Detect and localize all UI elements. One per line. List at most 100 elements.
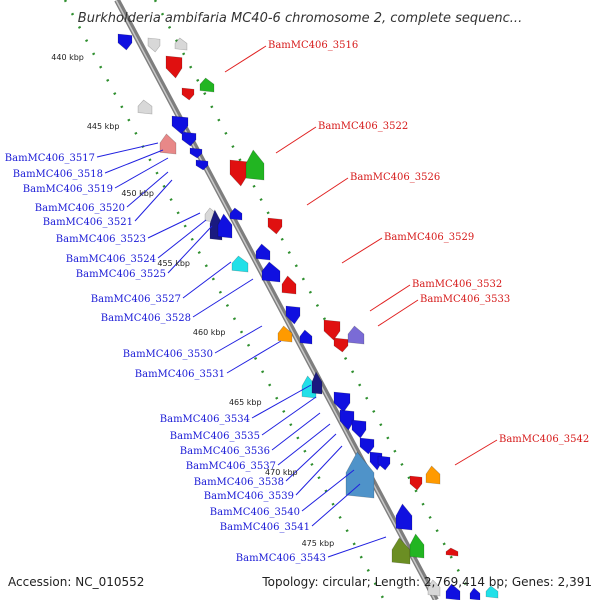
leader-line bbox=[327, 536, 387, 558]
gene-arrow bbox=[347, 325, 365, 345]
leader-line bbox=[226, 340, 282, 374]
gene-arrow bbox=[231, 255, 249, 273]
leader-line bbox=[311, 483, 361, 527]
tick-label: 450 kbp bbox=[121, 189, 154, 198]
leader-line bbox=[96, 142, 159, 158]
tick-label: 440 kbp bbox=[51, 53, 84, 62]
leader-line bbox=[126, 171, 169, 208]
leader-line bbox=[251, 384, 312, 419]
gene-arrow bbox=[377, 455, 391, 471]
gene-label-forward: BamMC406_3516 bbox=[268, 40, 358, 51]
tick-label: 465 kbp bbox=[229, 398, 262, 407]
gene-arrow bbox=[445, 583, 461, 600]
backbone-line bbox=[114, 0, 439, 600]
gene-label-reverse: BamMC406_3519 bbox=[23, 184, 113, 195]
gene-arrow bbox=[485, 585, 499, 599]
leader-line bbox=[271, 412, 321, 451]
gene-label-reverse: BamMC406_3538 bbox=[194, 477, 284, 488]
leader-line bbox=[147, 212, 201, 239]
gene-arrow bbox=[333, 391, 351, 413]
leader-line bbox=[301, 469, 355, 512]
gene-arrow bbox=[395, 503, 413, 531]
gene-arrow bbox=[181, 131, 197, 147]
gene-label-forward: BamMC406_3542 bbox=[499, 434, 589, 445]
gene-arrow bbox=[117, 33, 133, 51]
gene-arrow bbox=[323, 319, 341, 341]
gene-label-forward: BamMC406_3533 bbox=[420, 294, 510, 305]
gene-arrow bbox=[199, 77, 215, 93]
chromosome-backbone bbox=[114, 0, 439, 600]
leader-line bbox=[285, 433, 337, 482]
gene-arrow bbox=[409, 533, 425, 559]
gene-label-forward: BamMC406_3532 bbox=[412, 279, 502, 290]
gene-arrow bbox=[427, 579, 441, 597]
map-title: Burkholderia ambifaria MC40-6 chromosome… bbox=[78, 11, 522, 26]
leader-line bbox=[182, 261, 232, 299]
gene-arrow bbox=[409, 475, 423, 491]
gene-label-reverse: BamMC406_3521 bbox=[43, 217, 133, 228]
gene-arrow bbox=[171, 115, 189, 135]
gene-label-reverse: BamMC406_3527 bbox=[91, 294, 181, 305]
gene-arrow bbox=[217, 213, 233, 239]
gene-arrow bbox=[159, 133, 177, 155]
gene-label-reverse: BamMC406_3543 bbox=[236, 553, 326, 564]
gene-arrow bbox=[229, 207, 243, 221]
leader-line bbox=[157, 219, 207, 259]
gene-arrow bbox=[469, 587, 481, 600]
gene-label-reverse: BamMC406_3525 bbox=[76, 269, 166, 280]
gene-arrow bbox=[189, 147, 203, 159]
gene-arrow bbox=[445, 547, 459, 557]
leader-line bbox=[277, 423, 331, 466]
gene-arrow bbox=[255, 243, 271, 261]
gene-arrow bbox=[345, 451, 375, 499]
gene-label-reverse: BamMC406_3541 bbox=[220, 522, 310, 533]
gene-label-reverse: BamMC406_3528 bbox=[101, 313, 191, 324]
tick-label: 475 kbp bbox=[302, 539, 335, 548]
leader-line bbox=[114, 157, 169, 189]
backbone-highlight bbox=[115, 0, 436, 600]
leader-line bbox=[369, 284, 411, 312]
tick-label: 470 kbp bbox=[265, 468, 298, 477]
leader-line bbox=[377, 299, 419, 327]
leader-line bbox=[261, 396, 317, 436]
accession-text: Accession: NC_010552 bbox=[8, 575, 144, 589]
leader-line bbox=[454, 439, 498, 466]
gene-label-reverse: BamMC406_3523 bbox=[56, 234, 146, 245]
leader-line bbox=[275, 126, 317, 154]
leader-line bbox=[134, 179, 173, 222]
leader-line bbox=[192, 278, 254, 318]
gene-arrow bbox=[299, 329, 313, 345]
gene-arrow bbox=[285, 305, 301, 325]
gene-label-forward: BamMC406_3522 bbox=[318, 121, 408, 132]
gene-arrow bbox=[147, 37, 161, 53]
gene-label-reverse: BamMC406_3531 bbox=[135, 369, 225, 380]
gene-label-forward: BamMC406_3529 bbox=[384, 232, 474, 243]
gene-label-reverse: BamMC406_3536 bbox=[180, 446, 270, 457]
gene-label-reverse: BamMC406_3537 bbox=[186, 461, 276, 472]
gene-label-reverse: BamMC406_3540 bbox=[210, 507, 300, 518]
gene-arrow bbox=[261, 261, 281, 283]
gene-arrow bbox=[339, 409, 355, 431]
gene-arrow bbox=[267, 217, 283, 235]
gene-arrow bbox=[165, 55, 183, 79]
gene-arrow bbox=[137, 99, 153, 115]
leader-line bbox=[104, 149, 164, 174]
gene-arrow bbox=[391, 537, 411, 565]
gene-label-reverse: BamMC406_3517 bbox=[5, 153, 95, 164]
gene-label-reverse: BamMC406_3534 bbox=[160, 414, 250, 425]
gene-arrow bbox=[229, 159, 249, 187]
gene-arrow bbox=[351, 419, 367, 439]
gene-label-reverse: BamMC406_3530 bbox=[123, 349, 213, 360]
gene-arrow bbox=[174, 37, 188, 51]
leader-line bbox=[214, 325, 263, 354]
gene-arrow bbox=[277, 325, 293, 343]
gene-arrow bbox=[181, 87, 195, 101]
leader-line bbox=[341, 237, 383, 264]
label-leader-lines bbox=[96, 45, 498, 558]
tick-label: 455 kbp bbox=[157, 259, 190, 268]
gene-label-reverse: BamMC406_3539 bbox=[204, 491, 294, 502]
leader-line bbox=[295, 445, 343, 496]
